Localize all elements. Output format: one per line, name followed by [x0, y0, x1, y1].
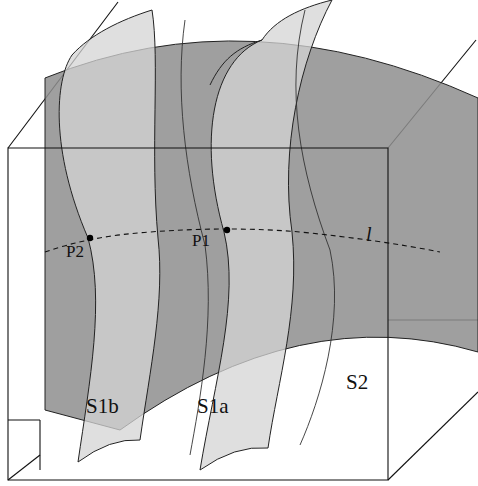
fold-line — [210, 40, 262, 85]
point-label: P2 — [66, 243, 84, 260]
point-p2 — [87, 235, 93, 241]
surface-label: S1a — [197, 396, 229, 417]
box-edge — [388, 392, 478, 480]
box-edge — [8, 455, 40, 480]
box-edge — [8, 420, 40, 470]
box-front — [8, 148, 388, 480]
surface-label: S1b — [86, 396, 119, 417]
surface-edge — [296, 10, 335, 445]
curve-label: l — [366, 224, 372, 244]
point-p1 — [224, 227, 230, 233]
curve-l — [45, 229, 440, 252]
point-label: P1 — [192, 232, 210, 249]
surface-label: S2 — [346, 372, 368, 393]
